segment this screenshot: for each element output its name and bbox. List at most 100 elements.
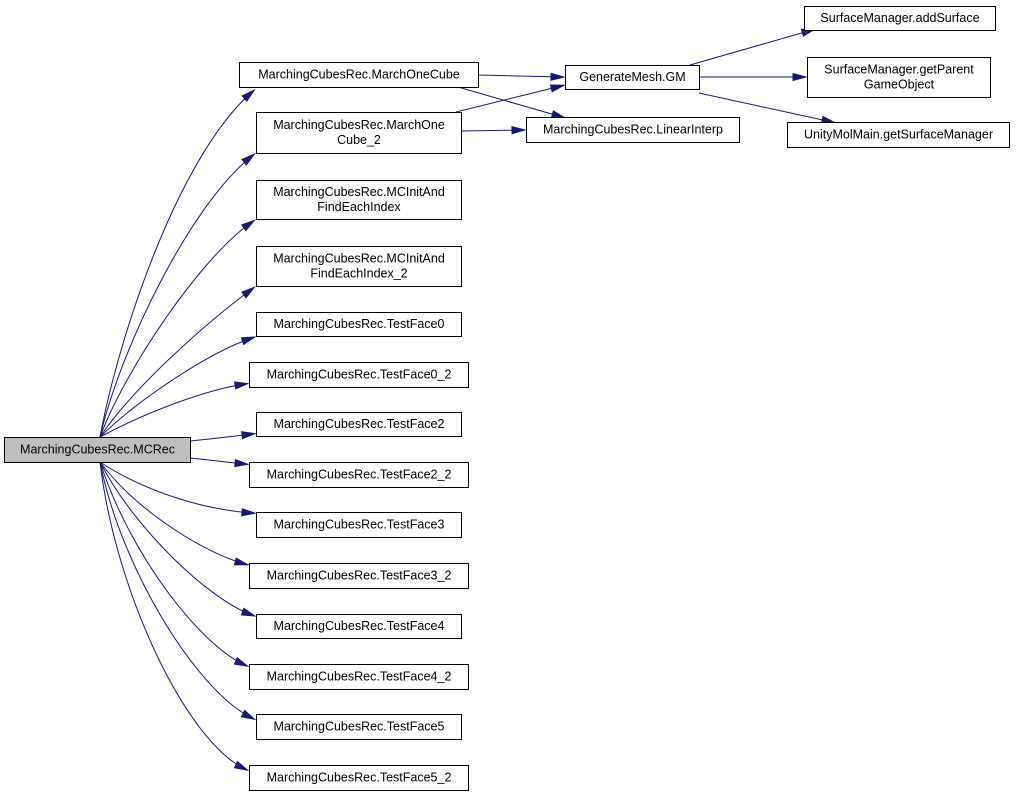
node-label: MarchingCubesRec.TestFace2_2	[267, 468, 452, 482]
edge-mcrec-to-mc-init-2	[99, 286, 256, 438]
edge-line	[455, 85, 562, 113]
arrowhead	[241, 431, 257, 440]
node-label: Cube_2	[337, 133, 381, 147]
edge-mcrec-to-test-face4-2	[99, 461, 250, 667]
node-box	[256, 512, 462, 538]
node-box	[239, 62, 479, 88]
node-label: MarchingCubesRec.MCInitAnd	[273, 252, 445, 266]
node-add-surface[interactable]: SurfaceManager.addSurface	[804, 6, 996, 31]
node-test-face2[interactable]: MarchingCubesRec.TestFace2	[256, 412, 462, 437]
edge-march-one-cube-2-to-generate-mesh	[455, 84, 566, 113]
arrowhead	[240, 709, 257, 721]
edge-line	[99, 337, 253, 438]
node-test-face2-2[interactable]: MarchingCubesRec.TestFace2_2	[249, 462, 469, 488]
node-march-one-cube[interactable]: MarchingCubesRec.MarchOneCube	[239, 62, 479, 88]
arrowhead	[241, 88, 256, 103]
arrowhead	[241, 286, 256, 299]
edge-line	[99, 461, 253, 514]
edge-line	[99, 461, 246, 770]
node-linear-interp[interactable]: MarchingCubesRec.LinearInterp	[526, 117, 740, 143]
edge-march-one-cube-to-linear-interp	[457, 86, 567, 119]
node-box	[249, 765, 469, 791]
edge-line	[99, 461, 253, 719]
node-mcrec[interactable]: MarchingCubesRec.MCRec	[4, 437, 191, 463]
node-test-face3[interactable]: MarchingCubesRec.TestFace3	[256, 512, 462, 538]
arrowhead	[792, 72, 808, 82]
node-label: MarchingCubesRec.TestFace2	[274, 417, 445, 431]
edge-mcrec-to-test-face3	[99, 461, 257, 517]
edge-line	[99, 461, 253, 616]
node-test-face4[interactable]: MarchingCubesRec.TestFace4	[256, 614, 462, 639]
nodes-layer: MarchingCubesRec.MCRec MarchingCubesRec.M…	[4, 6, 1010, 791]
edge-mcrec-to-test-face2-2	[189, 457, 250, 468]
node-label: MarchingCubesRec.MarchOne	[273, 118, 445, 132]
edge-mcrec-to-test-face0	[99, 336, 257, 438]
node-label: MarchingCubesRec.TestFace0	[274, 317, 445, 331]
node-mc-init-2[interactable]: MarchingCubesRec.MCInitAndFindEachIndex_…	[256, 246, 462, 287]
node-get-surface-manager[interactable]: UnityMolMain.getSurfaceManager	[787, 122, 1010, 148]
node-test-face5[interactable]: MarchingCubesRec.TestFace5	[256, 714, 462, 740]
node-box	[256, 112, 462, 154]
node-box	[787, 122, 1010, 148]
node-box	[249, 664, 469, 690]
edge-march-one-cube-2-to-linear-interp	[460, 126, 527, 135]
node-box	[807, 57, 991, 98]
node-label: MarchingCubesRec.TestFace4_2	[267, 670, 452, 684]
edge-line	[99, 288, 253, 438]
node-label: MarchingCubesRec.MCInitAnd	[273, 185, 445, 199]
node-label: MarchingCubesRec.TestFace5_2	[267, 771, 452, 785]
arrowhead	[234, 381, 250, 390]
edge-line	[99, 461, 246, 666]
edge-mcrec-to-test-face2	[189, 431, 257, 442]
node-generate-mesh[interactable]: GenerateMesh.GM	[565, 65, 700, 90]
edge-mcrec-to-test-face5-2	[99, 461, 250, 772]
arrowhead	[241, 219, 257, 232]
node-test-face3-2[interactable]: MarchingCubesRec.TestFace3_2	[249, 563, 469, 589]
arrowhead	[234, 458, 250, 468]
edges-layer	[99, 28, 837, 772]
node-box	[4, 437, 191, 463]
node-box	[526, 117, 740, 143]
arrowhead	[241, 508, 257, 517]
node-label: MarchingCubesRec.MarchOneCube	[258, 68, 460, 82]
node-label: MarchingCubesRec.TestFace0_2	[267, 368, 452, 382]
node-test-face0[interactable]: MarchingCubesRec.TestFace0	[256, 312, 462, 337]
edge-mcrec-to-test-face4	[99, 461, 257, 617]
node-label: SurfaceManager.getParent	[824, 63, 974, 77]
node-test-face0-2[interactable]: MarchingCubesRec.TestFace0_2	[249, 362, 469, 388]
node-test-face5-2[interactable]: MarchingCubesRec.TestFace5_2	[249, 765, 469, 791]
node-label: GameObject	[864, 78, 935, 92]
edge-generate-mesh-to-add-surface	[689, 28, 817, 66]
edge-line	[698, 92, 833, 123]
node-label: SurfaceManager.addSurface	[820, 11, 979, 25]
node-box	[256, 180, 462, 220]
edge-mcrec-to-test-face3-2	[99, 461, 250, 566]
arrowhead	[550, 110, 567, 119]
node-box	[565, 65, 700, 90]
node-box	[256, 246, 462, 287]
edge-line	[99, 383, 246, 438]
node-label: MarchingCubesRec.TestFace4	[274, 619, 445, 633]
edge-mcrec-to-test-face0-2	[99, 381, 250, 438]
arrowhead	[241, 152, 256, 166]
arrowhead	[233, 760, 250, 772]
node-march-one-cube-2[interactable]: MarchingCubesRec.MarchOneCube_2	[256, 112, 462, 154]
node-label: GenerateMesh.GM	[579, 70, 685, 84]
edge-mcrec-to-march-one-cube	[99, 88, 256, 438]
arrowhead	[240, 336, 257, 346]
arrowhead	[233, 656, 250, 667]
node-box	[256, 412, 462, 437]
node-label: UnityMolMain.getSurfaceManager	[804, 128, 993, 142]
edge-line	[477, 74, 562, 78]
node-box	[249, 362, 469, 388]
node-label: MarchingCubesRec.LinearInterp	[543, 123, 723, 137]
edge-mcrec-to-test-face5	[99, 461, 257, 721]
node-box	[804, 6, 996, 31]
edge-march-one-cube-to-generate-mesh	[477, 72, 566, 81]
node-box	[249, 462, 469, 488]
node-box	[256, 714, 462, 740]
node-label: FindEachIndex_2	[310, 267, 407, 281]
node-test-face4-2[interactable]: MarchingCubesRec.TestFace4_2	[249, 664, 469, 690]
